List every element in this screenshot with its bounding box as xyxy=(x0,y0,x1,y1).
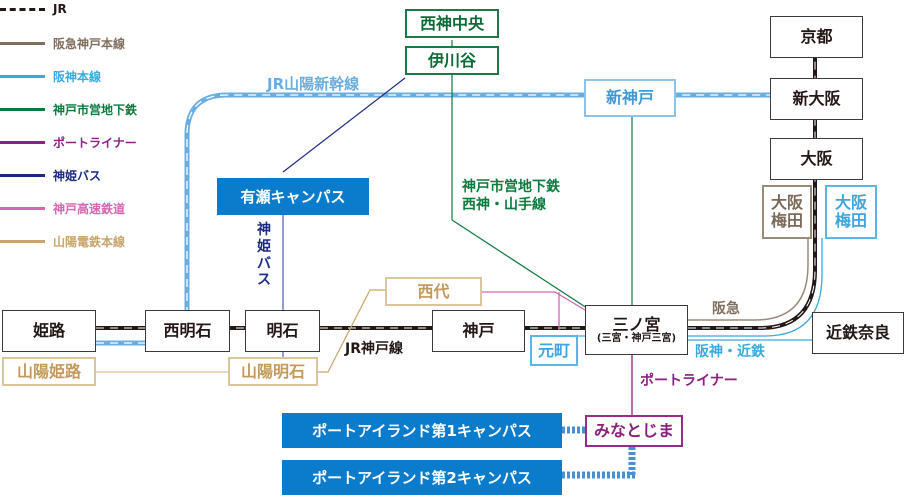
station-himeji[interactable]: 姫路 xyxy=(2,310,96,352)
station-shin-osaka[interactable]: 新大阪 xyxy=(770,78,863,120)
station-osaka[interactable]: 大阪 xyxy=(770,138,863,180)
legend-line-icon xyxy=(0,41,45,45)
jr-kobe-label: JR神戸線 xyxy=(345,341,403,357)
station-ikawadani[interactable]: 伊川谷 xyxy=(405,46,499,75)
legend-label: 阪神本線 xyxy=(53,69,102,84)
sanyo-line xyxy=(96,289,385,373)
legend-line-icon xyxy=(0,107,45,111)
legend-label: ポートライナー xyxy=(53,135,137,150)
station-sanyo-himeji[interactable]: 山陽姫路 xyxy=(2,357,96,386)
legend-item-sanyo: 山陽電鉄本線 xyxy=(0,232,125,250)
subway-label-1: 神戸市営地下鉄 xyxy=(462,179,560,195)
hanshin-line xyxy=(574,238,823,340)
legend-label: JR xyxy=(53,2,67,16)
legend-item-hanshin: 阪神本線 xyxy=(0,67,101,85)
station-akashi[interactable]: 明石 xyxy=(245,310,320,352)
campus-port-island-1[interactable]: ポートアイランド第1キャンパス xyxy=(282,413,562,448)
legend-line-icon xyxy=(0,7,45,11)
station-kyoto[interactable]: 京都 xyxy=(770,16,863,58)
portliner-label: ポートライナー xyxy=(640,373,738,389)
walking-route xyxy=(562,426,636,479)
legend-label: 神戸市営地下鉄 xyxy=(53,102,138,117)
legend-label: 神姫バス xyxy=(53,168,102,183)
station-sannomiya-name: 三ノ宮 xyxy=(612,314,661,334)
legend-item-jr: JR xyxy=(0,0,67,18)
subway-label-2: 西神・山手線 xyxy=(462,197,546,213)
legend-line-icon xyxy=(0,173,45,177)
legend-label: 阪急神戸本線 xyxy=(53,36,126,51)
station-shin-kobe[interactable]: 新神戸 xyxy=(584,79,676,117)
shinkansen-line xyxy=(184,92,770,315)
station-sanyo-akashi[interactable]: 山陽明石 xyxy=(228,357,318,386)
station-motomachi[interactable]: 元町 xyxy=(530,335,578,366)
hankyu-label: 阪急 xyxy=(712,301,740,317)
station-hankyu-umeda[interactable]: 大阪 梅田 xyxy=(762,185,812,239)
shinkansen-label: JR山陽新幹線 xyxy=(267,75,360,93)
campus-port-island-2[interactable]: ポートアイランド第2キャンパス xyxy=(282,460,562,495)
station-nishin-chuo[interactable]: 西神中央 xyxy=(405,9,499,38)
legend-line-icon xyxy=(0,74,45,78)
legend-line-icon xyxy=(0,239,45,243)
station-nishidai[interactable]: 西代 xyxy=(385,277,482,306)
station-sannomiya[interactable]: 三ノ宮 (三宮・神戸三宮) xyxy=(585,305,688,355)
station-kintetsu-nara[interactable]: 近鉄奈良 xyxy=(812,312,904,354)
hankyu-line xyxy=(688,238,809,321)
hanshin-kintetsu-label: 阪神・近鉄 xyxy=(695,344,765,360)
station-nishi-akashi[interactable]: 西明石 xyxy=(145,310,230,352)
legend-item-portliner: ポートライナー xyxy=(0,133,137,151)
legend-item-hankyu: 阪急神戸本線 xyxy=(0,34,125,52)
station-sannomiya-sub: (三宮・神戸三宮) xyxy=(596,333,677,345)
campus-ariake[interactable]: 有瀬キャンパス xyxy=(217,178,369,215)
shinki-bus-label: 神 姫 バ ス xyxy=(257,222,271,289)
legend-item-subway: 神戸市営地下鉄 xyxy=(0,100,137,118)
station-kobe[interactable]: 神戸 xyxy=(432,310,525,352)
station-minatojima[interactable]: みなとじま xyxy=(585,415,683,447)
legend-line-icon xyxy=(0,206,45,210)
legend-line-icon xyxy=(0,140,45,144)
legend-item-kobe-kosoku: 神戸高速鉄道 xyxy=(0,199,125,217)
kobe-kosoku-line xyxy=(482,291,586,330)
legend-label: 神戸高速鉄道 xyxy=(53,201,126,216)
station-hanshin-umeda[interactable]: 大阪 梅田 xyxy=(825,185,877,239)
legend-label: 山陽電鉄本線 xyxy=(53,234,126,249)
legend-item-shinki-bus: 神姫バス xyxy=(0,166,101,184)
